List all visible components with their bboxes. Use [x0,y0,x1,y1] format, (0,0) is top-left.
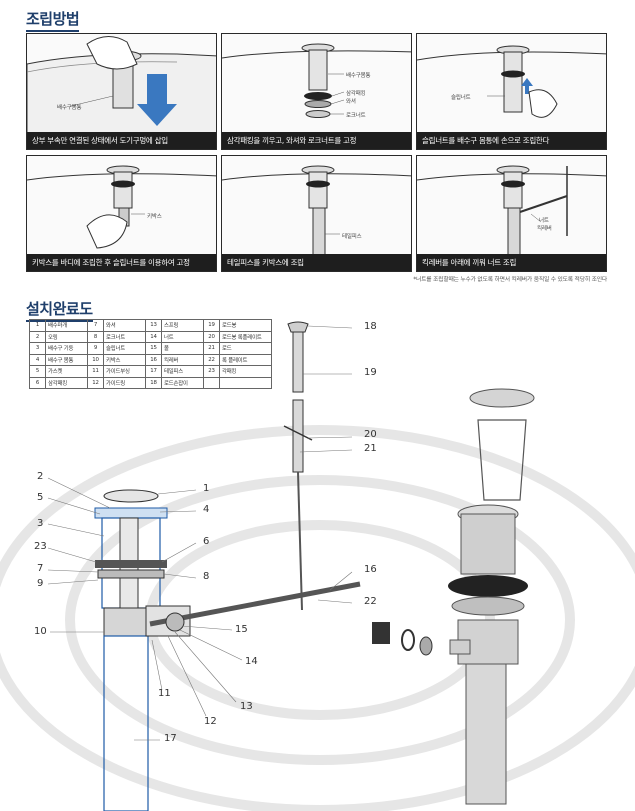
callout-15: 15 [235,624,248,635]
callout-14: 14 [245,656,258,667]
step-caption-1: 상부 부속만 연결된 상태에서 도기구멍에 삽입 [27,132,216,149]
step-illustration-1 [27,36,216,134]
assembly-note: *너트를 조립할때는 누수가 없도록 하면서 킥레버가 움직일 수 있도록 적당… [413,277,607,283]
step-panel-3: 슬립너트 슬립너트를 배수구 몸통에 손으로 조립한다 [416,33,607,150]
step-caption-4: 키박스를 바디에 조립한 후 슬립너트를 이용하여 고정 [27,254,216,271]
empty-cell [219,376,272,389]
step-caption-2: 삼각패킹을 끼우고, 와셔와 로크너트를 고정 [222,132,411,149]
step-panel-1: 배수구몸통 상부 부속만 연결된 상태에서 도기구멍에 삽입 [26,33,217,150]
step1-label-drain-body: 배수구몸통 [57,105,82,111]
step-panel-6: 너트 킥레버 킥레버를 아래에 끼워 너트 조립 [416,155,607,272]
step-illustration-2 [222,43,411,118]
callout-8: 8 [203,571,210,582]
step-caption-6: 킥레버를 아래에 끼워 너트 조립 [417,254,606,271]
assembly-title: 조립방법 [26,10,80,32]
installation-diagram [0,321,635,811]
step-caption-3: 슬립너트를 배수구 몸통에 손으로 조립한다 [417,132,606,149]
callout-16: 16 [364,564,377,575]
step2-label-drain-body: 배수구몸통 [346,73,371,79]
step6-label-nut: 너트 [539,218,549,224]
callout-19: 19 [364,367,377,378]
step-illustration-4 [27,165,216,249]
step2-label-washer: 와셔 [346,99,356,105]
callout-11: 11 [158,688,171,699]
step4-label-keybox: 키박스 [147,214,162,220]
step-caption-5: 테일피스를 키박스에 조립 [222,254,411,271]
step-illustration-5 [222,165,411,256]
callout-5: 5 [37,492,44,503]
callout-12: 12 [204,716,217,727]
callout-2: 2 [37,471,44,482]
step-panel-5: 테일피스 테일피스를 키박스에 조립 [221,155,412,272]
part-name: 삼각패킹 [45,376,88,389]
callout-9: 9 [37,578,44,589]
callout-20: 20 [364,429,377,440]
step-illustration-6 [417,165,606,256]
step-panel-2: 배수구몸통 삼각패킹 와셔 로크너트 삼각패킹을 끼우고, 와셔와 로크너트를 … [221,33,412,150]
callout-13: 13 [240,701,253,712]
step5-label-tailpiece: 테일피스 [342,234,362,240]
callout-1: 1 [203,483,210,494]
callout-23: 23 [34,541,47,552]
step2-label-triangle-packing: 삼각패킹 [346,91,366,97]
step6-label-kick-lever: 킥레버 [537,226,552,232]
step2-label-locknut: 로크너트 [346,113,366,119]
step-illustration-3 [417,45,606,118]
callout-22: 22 [364,596,377,607]
step-panel-4: 키박스 키박스를 바디에 조립한 후 슬립너트를 이용하여 고정 [26,155,217,272]
part-name: 각패킹 [219,365,272,378]
callout-4: 4 [203,504,210,515]
callout-10: 10 [34,626,47,637]
callout-6: 6 [203,536,210,547]
callout-18: 18 [364,321,377,332]
step3-label-slip-nut: 슬립너트 [451,95,471,101]
callout-3: 3 [37,518,44,529]
callout-7: 7 [37,563,44,574]
callout-21: 21 [364,443,377,454]
callout-17: 17 [164,733,177,744]
